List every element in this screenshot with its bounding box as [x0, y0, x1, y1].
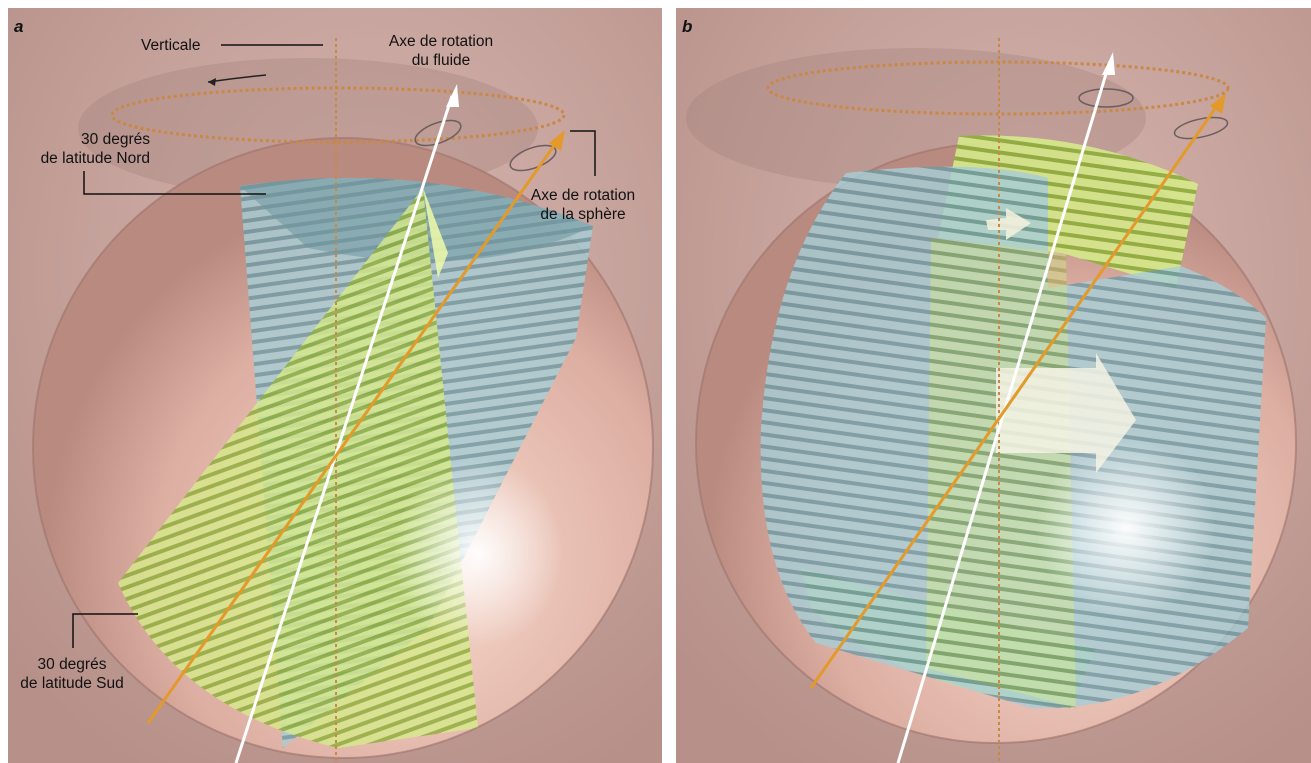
- panel-a-illustration: [8, 8, 662, 763]
- label-south-line2: de latitude Sud: [8, 674, 136, 693]
- panel-a: a Verticale Axe de rotation du fluide 30…: [8, 8, 662, 763]
- label-south-line1: 30 degrés: [8, 655, 136, 674]
- highlight-glow: [1036, 438, 1216, 618]
- label-north-line2: de latitude Nord: [18, 149, 150, 168]
- panel-b: b: [676, 8, 1311, 763]
- label-south-latitude: 30 degrés de latitude Sud: [8, 655, 136, 693]
- panel-b-illustration: [676, 8, 1311, 763]
- panel-a-letter: a: [14, 17, 23, 37]
- panel-b-letter: b: [682, 17, 692, 37]
- label-sphere-axis: Axe de rotation de la sphère: [523, 186, 643, 224]
- label-north-line1: 30 degrés: [18, 130, 150, 149]
- label-sphere-axis-line1: Axe de rotation: [523, 186, 643, 205]
- label-fluid-axis-line2: du fluide: [376, 51, 506, 70]
- label-sphere-axis-line2: de la sphère: [523, 205, 643, 224]
- label-fluid-axis: Axe de rotation du fluide: [376, 32, 506, 70]
- label-north-latitude: 30 degrés de latitude Nord: [18, 130, 150, 168]
- label-vertical: Verticale: [141, 36, 200, 55]
- highlight-glow: [393, 458, 563, 648]
- label-fluid-axis-line1: Axe de rotation: [376, 32, 506, 51]
